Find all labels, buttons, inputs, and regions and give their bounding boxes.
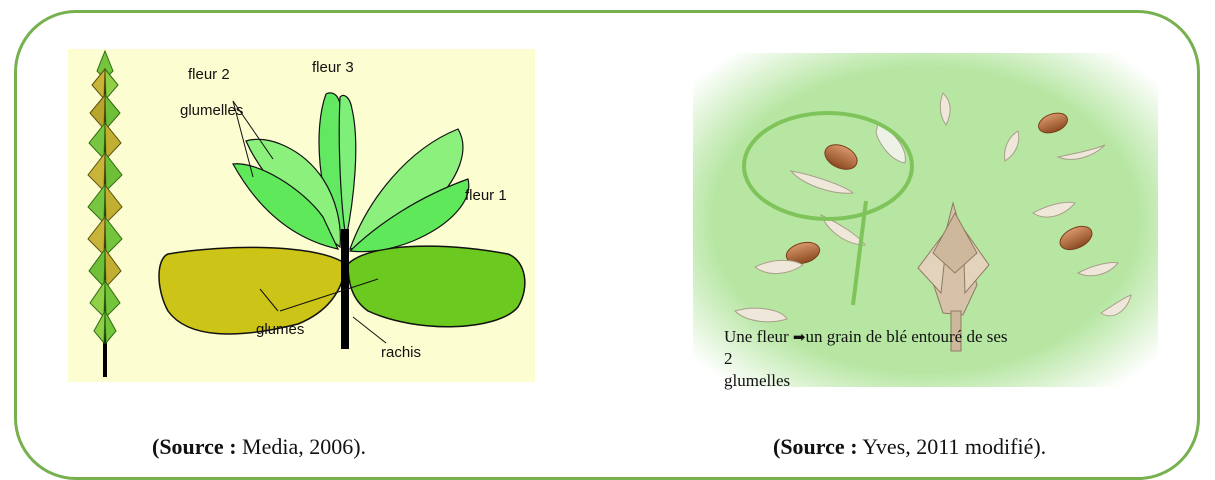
label-fleur1: fleur 1 bbox=[465, 187, 507, 204]
source-left-text: Media, 2006). bbox=[237, 434, 367, 459]
glume-left bbox=[159, 247, 346, 334]
source-right-bold: (Source : bbox=[773, 434, 858, 459]
caption-part3: glumelles bbox=[724, 371, 790, 390]
spikelet-diagram: fleur 2 fleur 3 glumelles fleur 1 glumes… bbox=[68, 49, 535, 382]
source-right: (Source : Yves, 2011 modifié). bbox=[773, 434, 1046, 460]
source-left-bold: (Source : bbox=[152, 434, 237, 459]
pointer-rachis bbox=[353, 317, 386, 343]
label-fleur3: fleur 3 bbox=[312, 59, 354, 76]
right-arrow-icon: ➡ bbox=[793, 328, 806, 346]
source-left: (Source : Media, 2006). bbox=[152, 434, 366, 460]
glume-right bbox=[348, 246, 525, 327]
photo-caption: Une fleur ➡un grain de blé entouré de se… bbox=[724, 326, 1014, 392]
spikelet-diagram-panel: fleur 2 fleur 3 glumelles fleur 1 glumes… bbox=[68, 49, 535, 382]
label-glumes: glumes bbox=[256, 321, 304, 338]
label-fleur2: fleur 2 bbox=[188, 66, 230, 83]
label-glumelles: glumelles bbox=[180, 102, 243, 119]
label-rachis: rachis bbox=[381, 344, 421, 361]
source-right-text: Yves, 2011 modifié). bbox=[858, 434, 1047, 459]
wheat-ear-illustration bbox=[88, 51, 122, 377]
caption-part1: Une fleur bbox=[724, 327, 789, 346]
